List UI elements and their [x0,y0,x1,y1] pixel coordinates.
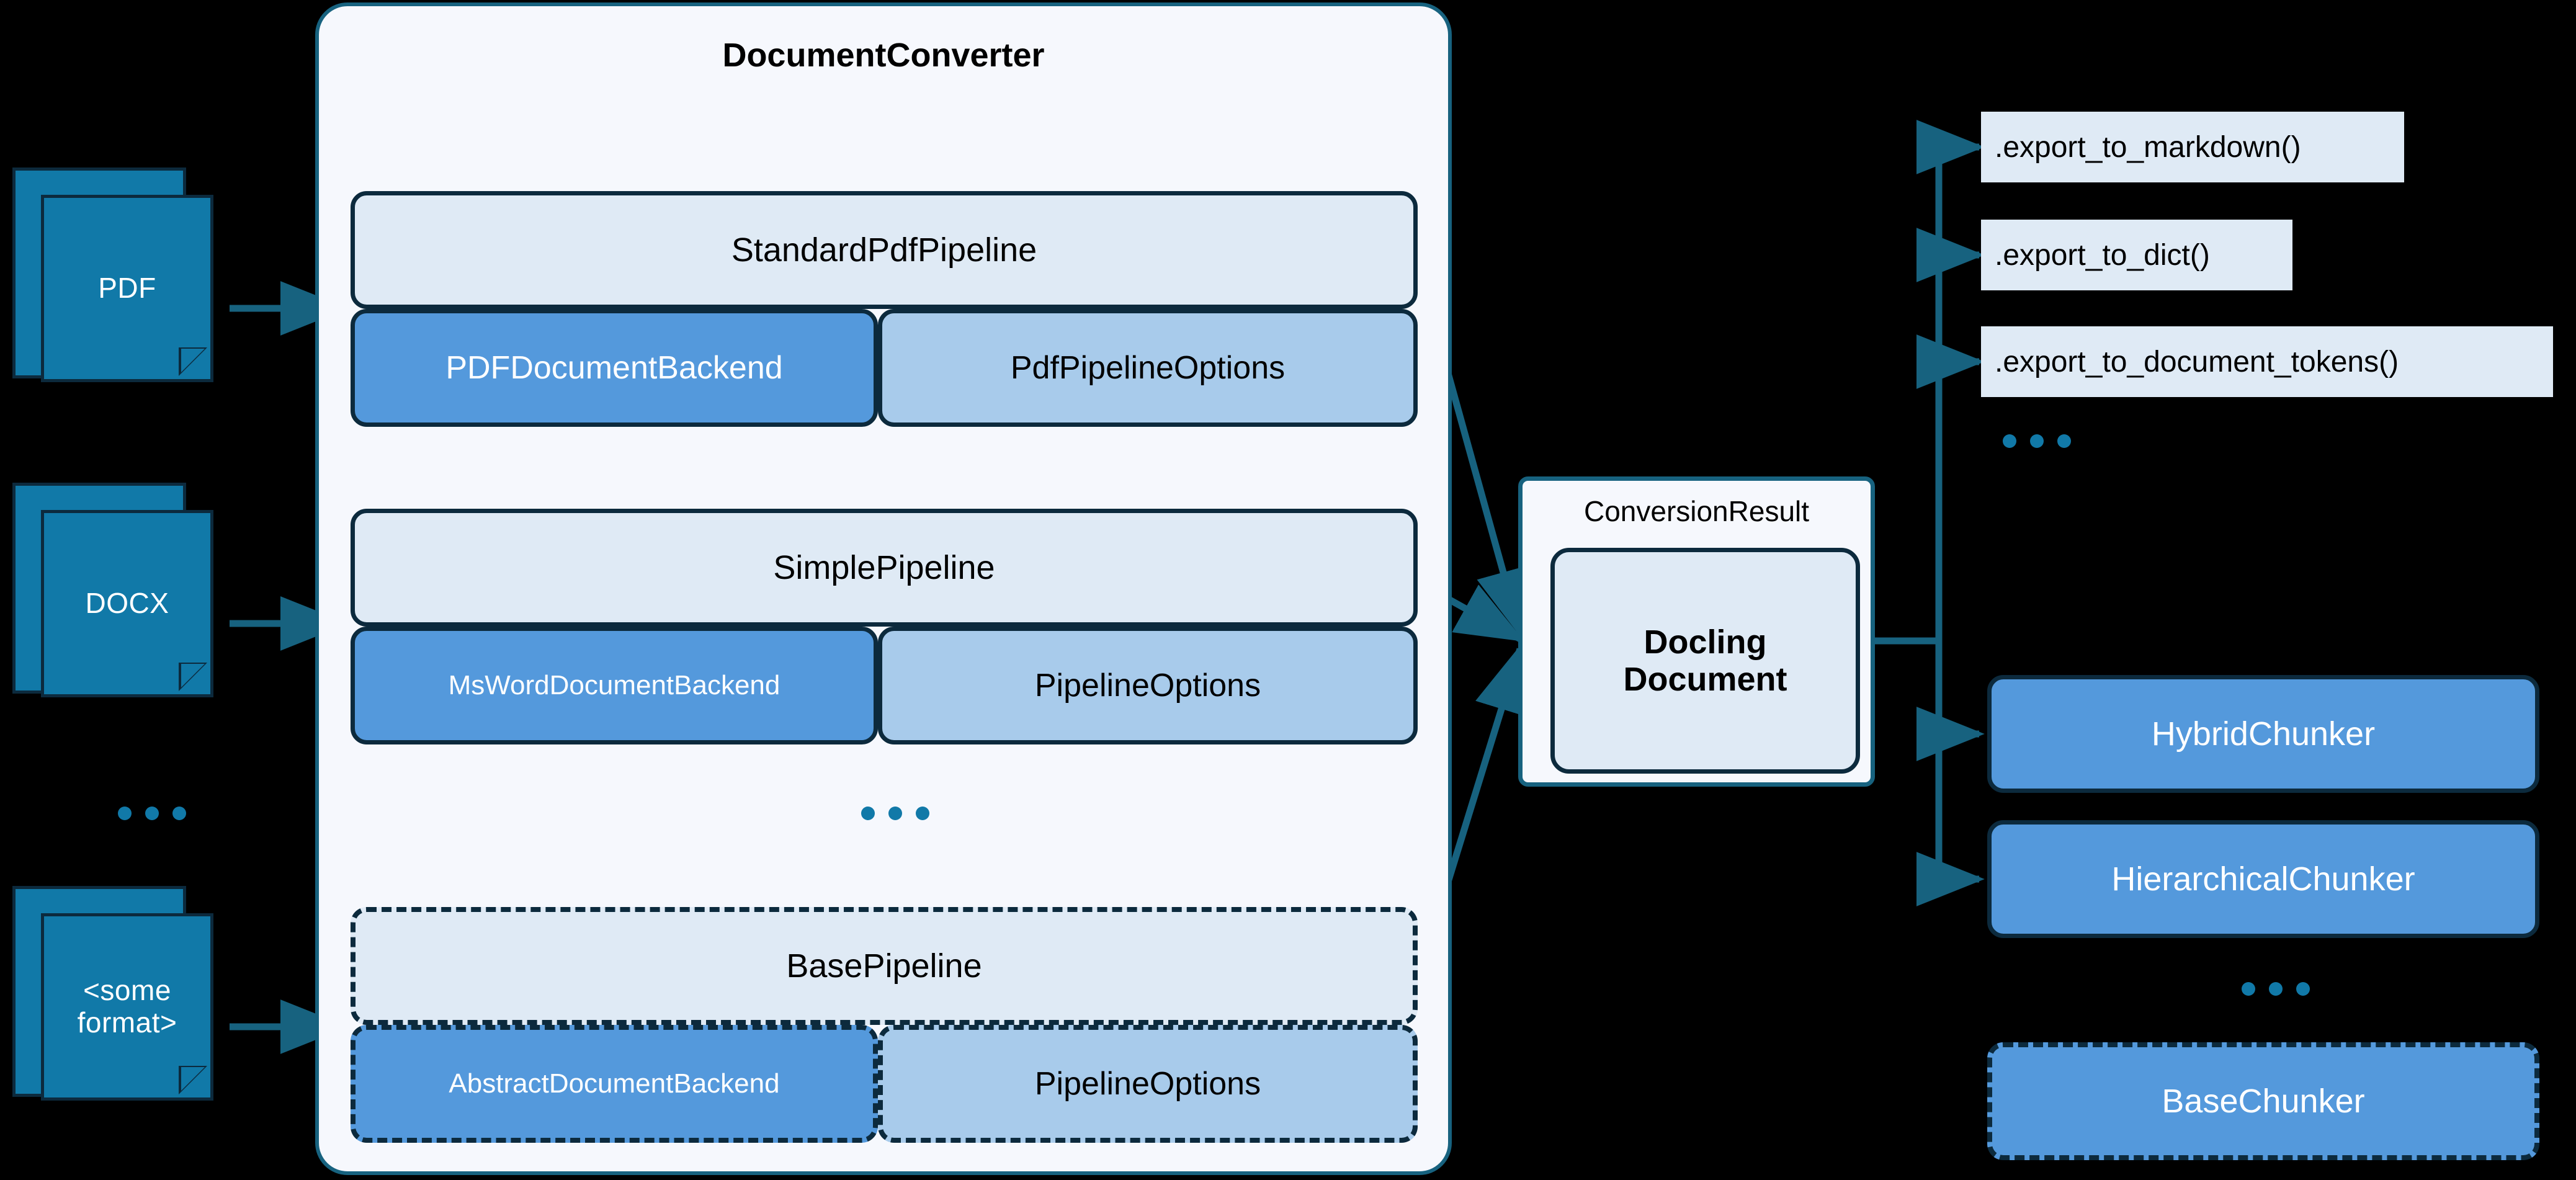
export-label: .export_to_markdown() [1995,130,2301,164]
ellipsis-dot [861,807,875,820]
export-dict-chevron[interactable]: .export_to_dict() [1981,220,2292,290]
chunker-label: HierarchicalChunker [2111,860,2415,898]
export-markdown-chevron[interactable]: .export_to_markdown() [1981,112,2404,182]
ellipsis-dot [2296,982,2310,996]
ellipsis-dot [2057,434,2071,448]
conversion-result-panel[interactable]: ConversionResult Docling Document [1518,476,1875,787]
input-document-label-line2: format> [77,1006,177,1039]
ellipsis-dot [118,807,132,820]
converter-ellipsis [861,807,929,820]
pipeline-name-label: BasePipeline [786,947,982,985]
pipeline-options-basepipelineoptions[interactable]: PipelineOptions [878,1025,1418,1143]
ellipsis-dot [2269,982,2283,996]
docling-document-label-line1: Docling [1644,623,1767,661]
pipeline-header-simplepipeline[interactable]: SimplePipeline [351,509,1418,627]
chunker-hierarchicalchunker[interactable]: HierarchicalChunker [1987,820,2539,938]
options-label: PdfPipelineOptions [1010,350,1286,386]
ellipsis-dot [145,807,159,820]
input-document-label: DOCX [85,587,169,620]
pipeline-backend-mswworddocumentbackend[interactable]: MsWordDocumentBackend [351,627,878,744]
input-document-other[interactable]: <some format> [12,886,236,1134]
ellipsis-dot [2003,434,2016,448]
doc-fold-inner [181,349,205,372]
pipeline-name-label: StandardPdfPipeline [731,231,1037,269]
backend-label: PDFDocumentBackend [445,350,783,386]
chevron-body [1981,326,2505,397]
chevron-body [1981,112,2356,182]
chunker-label: HybridChunker [2151,715,2376,753]
export-label: .export_to_document_tokens() [1995,345,2399,378]
pipeline-header-basepipeline[interactable]: BasePipeline [351,907,1418,1025]
doc-fold-inner [181,664,205,687]
conversion-result-label: ConversionResult [1583,495,1810,527]
options-label: PipelineOptions [1034,1066,1261,1102]
chunker-hybridchunker[interactable]: HybridChunker [1987,675,2539,793]
export-document-tokens-chevron[interactable]: .export_to_document_tokens() [1981,326,2553,397]
chevron-body [1981,220,2244,290]
pipeline-name-label: SimplePipeline [773,549,995,586]
pipeline-backend-pdfdocumentbackend[interactable]: PDFDocumentBackend [351,309,878,427]
input-document-label: PDF [98,272,156,305]
options-label: PipelineOptions [1034,668,1261,704]
ellipsis-dot [2242,982,2255,996]
pipeline-options-pdfpipelineoptions[interactable]: PdfPipelineOptions [878,309,1418,427]
input-document-pdf[interactable]: PDF [12,168,236,416]
chevron-tip [2244,220,2279,290]
pipeline-backend-abstractdocumentbackend[interactable]: AbstractDocumentBackend [351,1025,878,1143]
chevron-tip [2356,112,2391,182]
pipeline-header-standardpdfpipeline[interactable]: StandardPdfPipeline [351,191,1418,309]
ellipsis-dot [2030,434,2044,448]
ellipsis-dot [172,807,186,820]
input-document-docx[interactable]: DOCX [12,483,236,731]
docling-document-label-line2: Document [1623,661,1787,698]
exports-ellipsis [2003,434,2071,448]
ellipsis-dot [888,807,902,820]
backend-label: AbstractDocumentBackend [449,1068,780,1099]
input-document-label-line1: <some [83,974,171,1007]
chevron-tip [2505,326,2540,397]
pipeline-options-pipelineoptions[interactable]: PipelineOptions [878,627,1418,744]
page-title: DocumentConverter [722,37,1045,74]
chunkers-ellipsis [2242,982,2310,996]
doc-fold-inner [181,1067,205,1091]
docling-document-box[interactable]: Docling Document [1550,548,1860,774]
backend-label: MsWordDocumentBackend [448,670,780,700]
chunker-label: BaseChunker [2162,1083,2365,1120]
chunker-basechunker[interactable]: BaseChunker [1987,1042,2539,1160]
ellipsis-dot [916,807,929,820]
input-ellipsis [118,807,186,820]
export-label: .export_to_dict() [1995,238,2210,272]
